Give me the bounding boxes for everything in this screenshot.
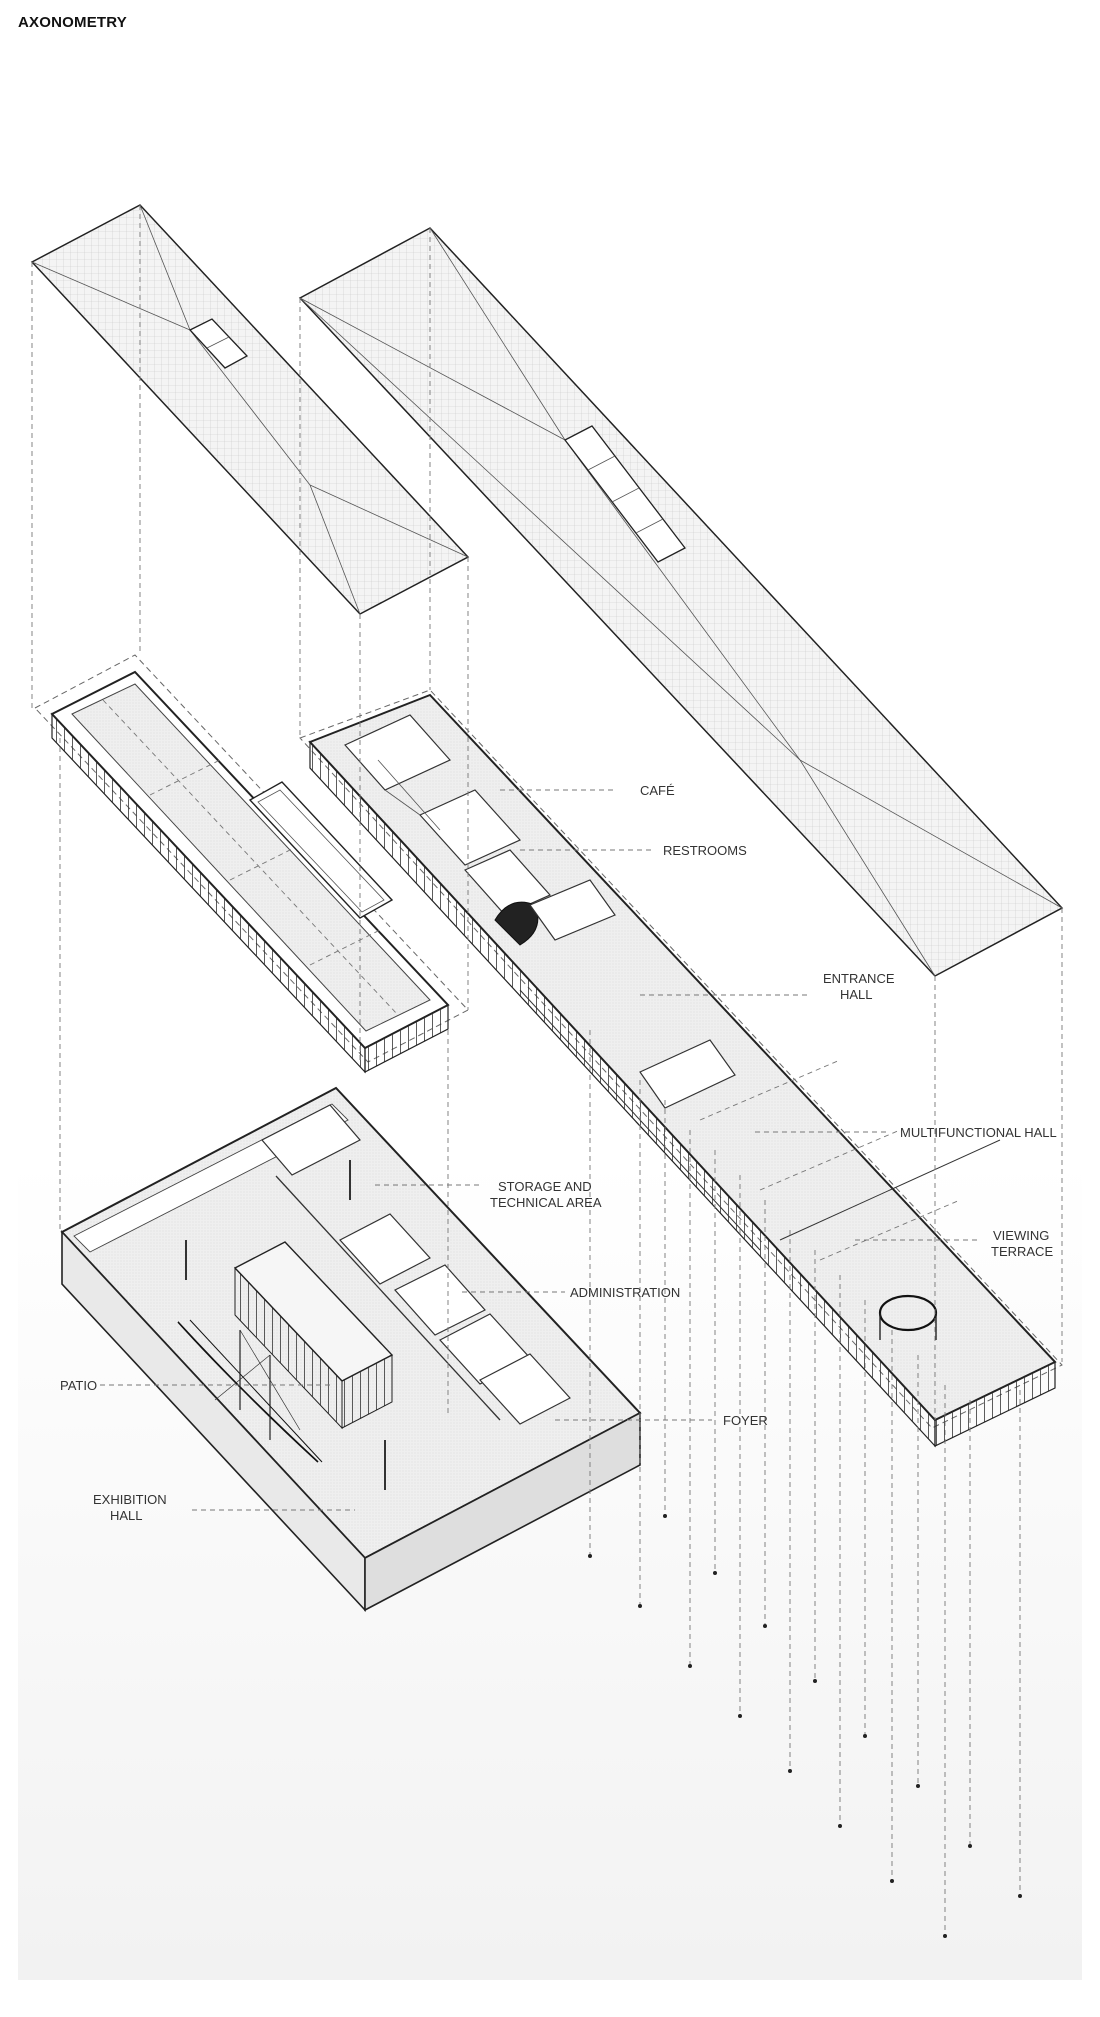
room-labels: CAFÉ RESTROOMS ENTRANCE HALL MULTIFUNCTI… <box>60 783 1057 1523</box>
label-administration: ADMINISTRATION <box>570 1285 680 1300</box>
leader-lines <box>100 789 980 1511</box>
upper-frame-left <box>34 654 469 1074</box>
roof-right <box>298 227 1064 977</box>
label-viewing-1: VIEWING <box>993 1228 1049 1243</box>
label-patio: PATIO <box>60 1378 97 1393</box>
label-cafe: CAFÉ <box>640 783 675 798</box>
label-exhibition-2: HALL <box>110 1508 143 1523</box>
label-entrance-2: HALL <box>840 987 873 1002</box>
label-restrooms: RESTROOMS <box>663 843 747 858</box>
label-storage-1: STORAGE AND <box>498 1179 592 1194</box>
ground-level <box>60 1086 642 1613</box>
label-viewing-2: TERRACE <box>991 1244 1053 1259</box>
projection-lines <box>31 205 1063 1938</box>
label-foyer: FOYER <box>723 1413 768 1428</box>
label-storage-2: TECHNICAL AREA <box>490 1195 602 1210</box>
entrance-level <box>299 689 1063 1448</box>
label-exhibition-1: EXHIBITION <box>93 1492 167 1507</box>
label-entrance-1: ENTRANCE <box>823 971 895 986</box>
page-title: AXONOMETRY <box>18 14 127 31</box>
label-multifunctional: MULTIFUNCTIONAL HALL <box>900 1125 1057 1140</box>
